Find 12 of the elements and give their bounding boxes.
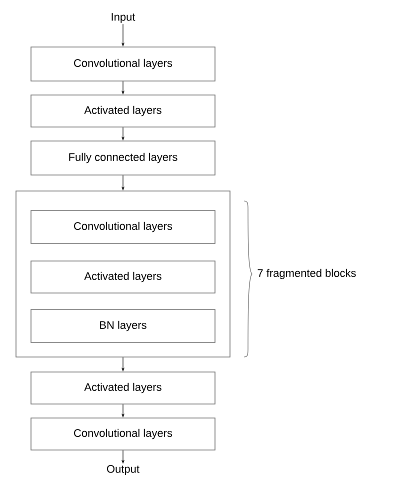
layer-box: Fully connected layers	[30, 140, 216, 176]
group-box	[16, 190, 230, 358]
layer-box: Activated layers	[30, 260, 216, 294]
layer-box: Activated layers	[30, 94, 216, 128]
layer-box: Convolutional layers	[30, 210, 216, 244]
io-label: Output	[107, 465, 140, 475]
layer-box: Activated layers	[30, 372, 216, 404]
io-label: Input	[112, 13, 136, 23]
layer-box: BN layers	[30, 309, 216, 343]
brace-label: 7 fragmented blocks	[258, 268, 356, 280]
layer-box: Convolutional layers	[30, 418, 216, 450]
layer-box: Convolutional layers	[30, 46, 216, 82]
